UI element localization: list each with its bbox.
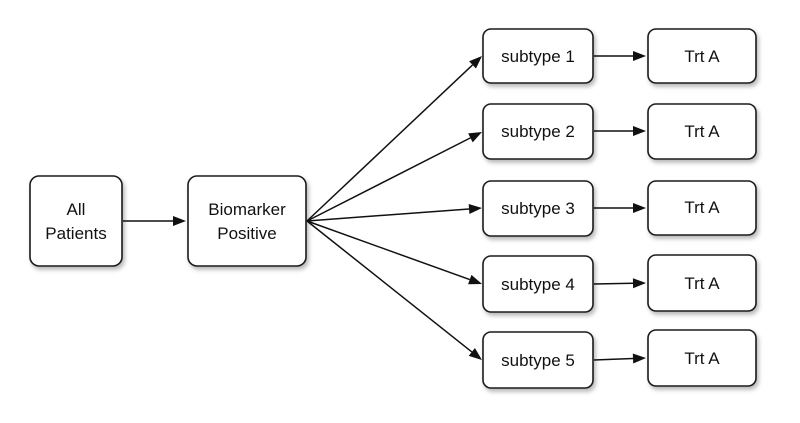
node-treatment-5-box <box>647 329 757 387</box>
edge-biomarker-to-subtype-4-line <box>306 220 471 281</box>
edge-biomarker-to-subtype-5-arrowhead <box>468 347 482 360</box>
node-subtype-1: subtype 1 <box>482 28 594 84</box>
node-subtype-5-box <box>482 331 594 389</box>
node-subtype-1-box <box>482 28 594 84</box>
node-treatment-2: Trt A <box>647 103 757 160</box>
edge-biomarker-to-subtype-5-line <box>306 220 473 353</box>
node-subtype-5: subtype 5 <box>482 331 594 389</box>
node-treatment-3-box <box>647 180 757 236</box>
node-treatment-5: Trt A <box>647 329 757 387</box>
node-treatment-2-label: Trt A <box>684 122 720 141</box>
node-treatment-3: Trt A <box>647 180 757 236</box>
node-subtype-4-box <box>482 255 594 313</box>
node-subtype-4: subtype 4 <box>482 255 594 313</box>
edge-biomarker-to-subtype-2-line <box>306 137 471 222</box>
edge-subtype-4-to-treatment-line <box>593 282 634 285</box>
node-treatment-5-label: Trt A <box>684 349 720 368</box>
node-treatment-1-label: Trt A <box>684 47 720 66</box>
node-all-patients-box <box>29 175 123 267</box>
node-subtype-2-label: subtype 2 <box>501 122 575 141</box>
node-biomarker-positive-box <box>187 175 307 267</box>
edge-biomarker-to-subtype-2-arrowhead <box>468 132 482 143</box>
node-subtype-3-box <box>482 180 594 237</box>
nodes-layer: All Patients Biomarker Positive subtype … <box>29 28 757 389</box>
node-biomarker-positive-label-line1: Biomarker <box>208 200 286 219</box>
edge-all-patients-to-biomarker-arrowhead <box>173 216 186 226</box>
node-subtype-4-label: subtype 4 <box>501 275 575 294</box>
node-subtype-2: subtype 2 <box>482 103 594 160</box>
edge-biomarker-to-subtype-1-line <box>306 64 474 222</box>
edge-subtype-5-to-treatment-arrowhead <box>632 353 646 364</box>
edge-subtype-4-to-treatment-arrowhead <box>632 278 646 289</box>
node-treatment-3-label: Trt A <box>684 198 720 217</box>
node-treatment-4-label: Trt A <box>684 274 720 293</box>
node-subtype-1-label: subtype 1 <box>501 47 575 66</box>
edge-subtype-3-to-treatment-arrowhead <box>633 203 646 213</box>
edges-layer <box>123 51 646 364</box>
edge-subtype-5-to-treatment-line <box>593 357 634 361</box>
edge-biomarker-to-subtype-3-line <box>306 208 470 222</box>
node-all-patients-label-line2: Patients <box>45 224 106 243</box>
node-subtype-2-box <box>482 103 594 160</box>
node-all-patients-label-line1: All <box>67 200 86 219</box>
node-biomarker-positive-label-line2: Positive <box>217 224 277 243</box>
node-treatment-4: Trt A <box>647 254 757 312</box>
node-subtype-5-label: subtype 5 <box>501 351 575 370</box>
node-all-patients: All Patients <box>29 175 123 267</box>
node-treatment-2-box <box>647 103 757 160</box>
node-treatment-1-box <box>647 28 757 84</box>
node-biomarker-positive: Biomarker Positive <box>187 175 307 267</box>
node-treatment-1: Trt A <box>647 28 757 84</box>
node-treatment-4-box <box>647 254 757 312</box>
edge-biomarker-to-subtype-4-arrowhead <box>468 274 482 285</box>
edge-biomarker-to-subtype-3-arrowhead <box>468 203 482 214</box>
edge-subtype-1-to-treatment-arrowhead <box>633 51 646 61</box>
node-subtype-3-label: subtype 3 <box>501 199 575 218</box>
edge-biomarker-to-subtype-1-arrowhead <box>469 56 482 69</box>
edge-subtype-2-to-treatment-arrowhead <box>633 126 646 136</box>
node-subtype-3: subtype 3 <box>482 180 594 237</box>
